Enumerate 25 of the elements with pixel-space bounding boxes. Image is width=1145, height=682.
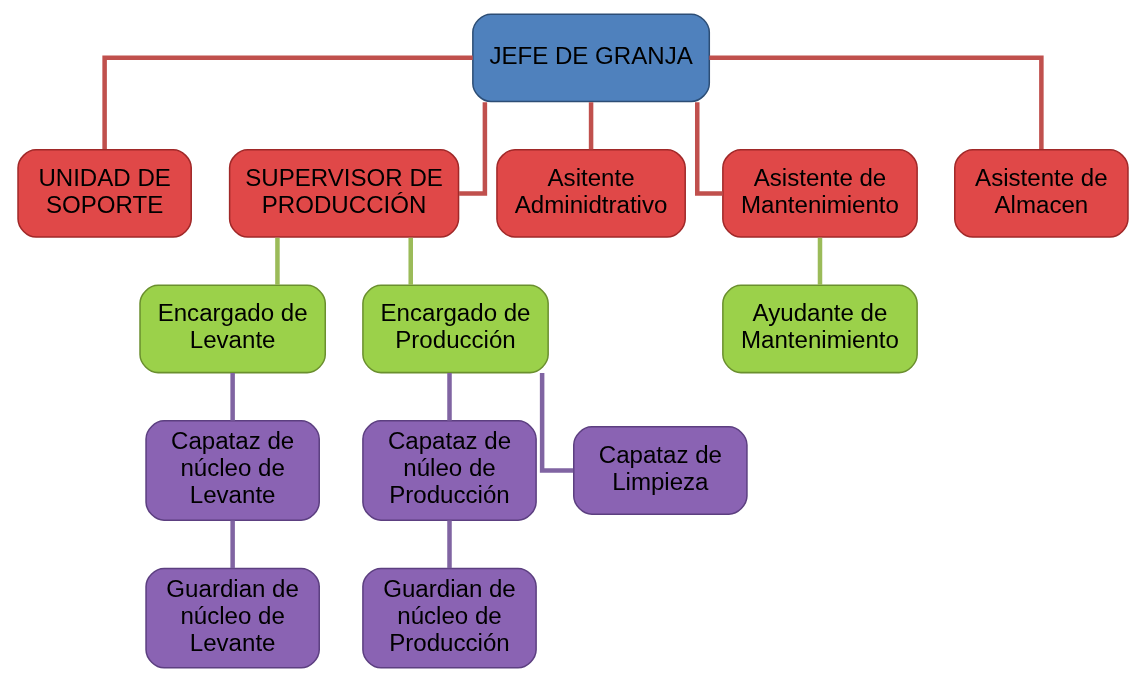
connector	[446, 520, 452, 569]
node-box: Ayudante de Mantenimiento	[721, 284, 918, 374]
node-box: Asitente Adminidtrativo	[495, 148, 686, 238]
connector	[274, 237, 280, 285]
node-box: Encargado de Levante	[138, 284, 326, 374]
connector	[539, 372, 573, 473]
connector	[407, 237, 413, 285]
connector	[588, 102, 593, 150]
node-box: UNIDAD DE SOPORTE	[16, 148, 192, 238]
node-box: Guardian de núcleo de Producción	[361, 567, 537, 669]
connector	[817, 237, 822, 285]
node-box: Asistente de Almacen	[953, 148, 1129, 238]
connector	[229, 520, 235, 569]
connector	[101, 55, 473, 150]
connector	[708, 55, 1044, 150]
connector	[446, 372, 452, 421]
node-box: Guardian de núcleo de Levante	[144, 567, 320, 669]
connector	[229, 372, 235, 421]
node-box: SUPERVISOR DE PRODUCCIÓN	[228, 148, 459, 238]
node-box: Capataz de Limpieza	[572, 426, 748, 515]
node-box: Asistente de Mantenimiento	[721, 148, 918, 238]
node-box: Capataz de núcleo de Levante	[144, 420, 320, 521]
node-box: Capataz de núleo de Producción	[361, 420, 537, 521]
node-box: JEFE DE GRANJA	[471, 13, 710, 103]
node-box: Encargado de Producción	[361, 284, 549, 374]
